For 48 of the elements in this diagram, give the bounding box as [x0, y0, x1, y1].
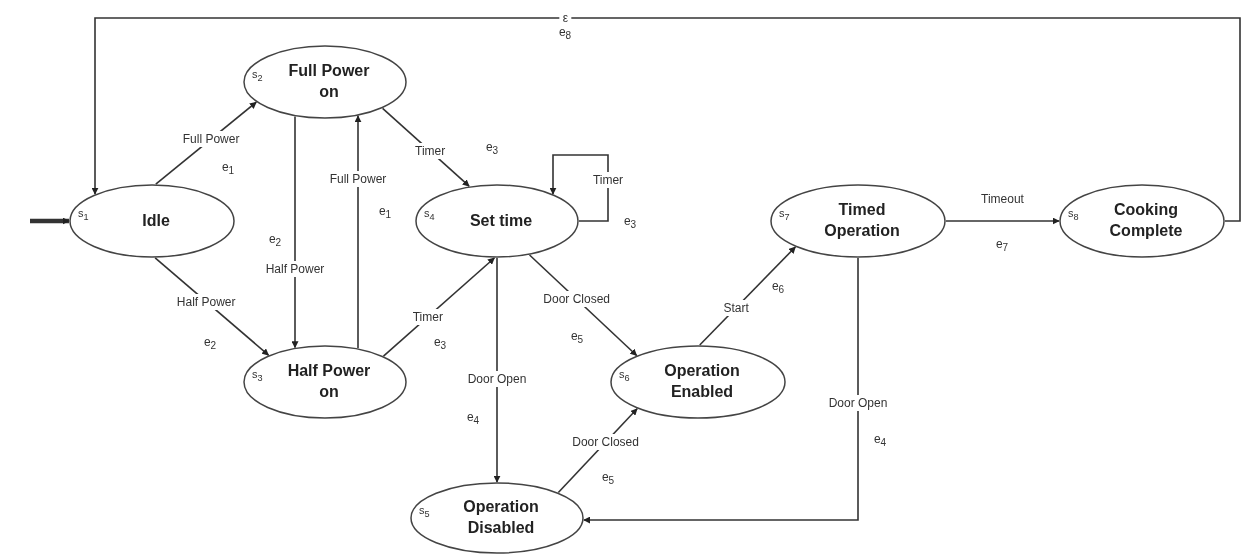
state-name: Full Power on — [287, 61, 371, 102]
transition-label: Timer — [412, 143, 449, 160]
state-id: s$_{6}$ — [619, 368, 630, 384]
state-name: Idle — [141, 210, 171, 231]
event-id: e$_{5}$ — [570, 328, 584, 346]
state-id: s$_{5}$ — [419, 504, 430, 520]
state-name: Half Power on — [286, 361, 372, 402]
event-id: e$_{1}$ — [378, 203, 392, 221]
state-ellipse — [243, 45, 407, 119]
state-id: s$_{4}$ — [424, 207, 435, 223]
event-id: e$_{3}$ — [485, 139, 499, 157]
state-name: Set time — [468, 210, 534, 231]
event-id: e$_{5}$ — [601, 469, 615, 487]
transition-arrow — [583, 257, 859, 524]
state-name: Operation Disabled — [462, 497, 540, 538]
event-id: e$_{7}$ — [995, 236, 1009, 254]
event-id: e$_{2}$ — [268, 231, 282, 249]
transition-arrow — [30, 217, 70, 225]
transition-arrow — [945, 217, 1060, 225]
transition-arrow — [493, 257, 501, 483]
event-id: e$_{3}$ — [433, 334, 447, 352]
event-id: e$_{3}$ — [623, 213, 637, 231]
state-ellipse — [69, 184, 235, 258]
state-id: s$_{7}$ — [779, 207, 790, 223]
state-ellipse — [410, 482, 584, 554]
event-id: e$_{8}$ — [558, 24, 572, 42]
event-id: e$_{4}$ — [466, 409, 480, 427]
state-ellipse — [415, 184, 579, 258]
state-name: Operation Enabled — [663, 361, 741, 402]
event-id: e$_{6}$ — [771, 278, 785, 296]
transition-arrow — [549, 154, 609, 222]
transition-arrow — [291, 115, 299, 349]
state-ellipse — [1059, 184, 1225, 258]
transition-label: Timeout — [981, 192, 1024, 206]
state-id: s$_{2}$ — [252, 68, 263, 84]
transition-arrow — [354, 115, 362, 349]
state-ellipse — [770, 184, 946, 258]
state-id: s$_{3}$ — [252, 368, 263, 384]
state-ellipse — [610, 345, 786, 419]
event-id: e$_{1}$ — [221, 159, 235, 177]
state-id: s$_{8}$ — [1068, 207, 1079, 223]
transition-arrow — [91, 17, 1241, 222]
state-id: s$_{1}$ — [78, 207, 89, 223]
state-ellipse — [243, 345, 407, 419]
event-id: e$_{4}$ — [873, 431, 887, 449]
event-id: e$_{2}$ — [203, 334, 217, 352]
state-name: Cooking Complete — [1108, 200, 1184, 241]
state-name: Timed Operation — [823, 200, 901, 241]
